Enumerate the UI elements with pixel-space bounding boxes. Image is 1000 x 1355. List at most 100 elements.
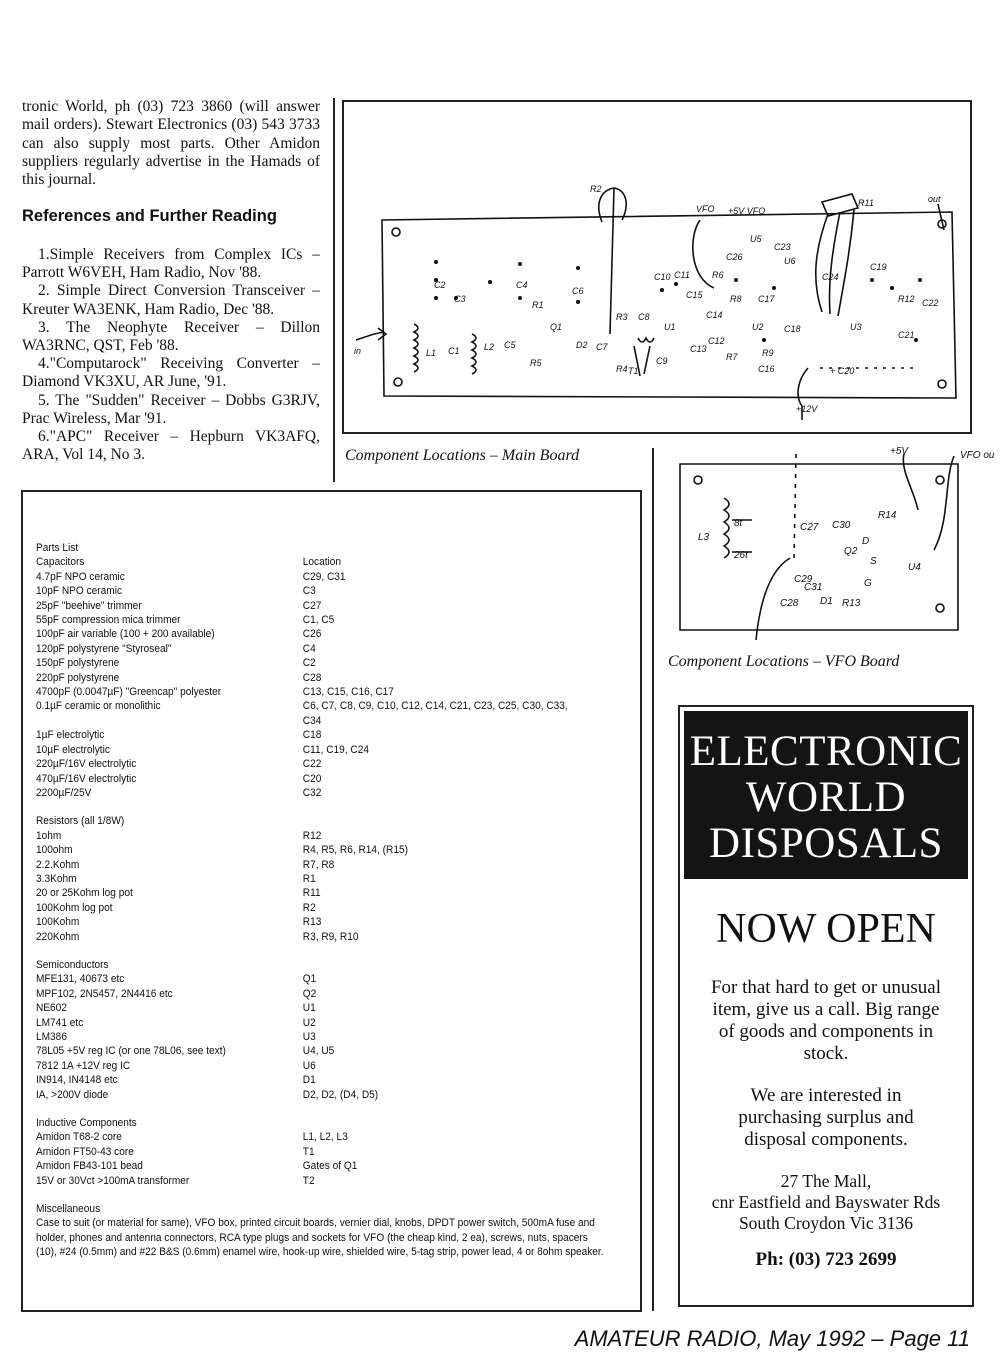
label-c13: C13: [690, 344, 707, 354]
part-location: L1, L2, L3: [302, 1131, 348, 1144]
part-description: 2.2.Kohm: [36, 858, 80, 871]
label-d2: D2: [576, 340, 588, 350]
label-t1: T1: [628, 366, 639, 376]
part-description: 55pF compression mica trimmer: [36, 614, 181, 627]
part-location: D1: [302, 1074, 316, 1087]
ad-banner: ELECTRONIC WORLD DISPOSALS: [684, 711, 968, 879]
part-description: 220µF/16V electrolytic: [36, 758, 137, 771]
label-c22: C22: [922, 298, 939, 308]
part-location: C2: [302, 657, 316, 670]
label-c14: C14: [706, 310, 723, 320]
label-r5: R5: [530, 358, 542, 368]
label-u1: U1: [664, 322, 676, 332]
label-r12: R12: [898, 294, 915, 304]
reference-item: 2. Simple Direct Conversion Transceiver …: [22, 282, 320, 318]
reference-item: 6."APC" Receiver – Hepburn VK3AFQ, ARA, …: [22, 428, 320, 464]
page-footer: AMATEUR RADIO, May 1992 – Page 11: [575, 1326, 970, 1352]
label-c8: C8: [638, 312, 650, 322]
part-location: U4, U5: [302, 1045, 335, 1058]
label-c31: C31: [804, 582, 822, 593]
reference-item: 1.Simple Receivers from Complex ICs – Pa…: [22, 246, 320, 282]
section-heading: Capacitors: [36, 556, 85, 569]
part-location: R4, R5, R6, R14, (R15): [302, 844, 408, 857]
part-location: R7, R8: [302, 858, 335, 871]
publication-name: AMATEUR RADIO: [574, 1326, 757, 1351]
label-c10: C10: [654, 272, 671, 282]
parts-list: Parts List Capacitors Location 4.7pF NPO …: [36, 541, 604, 1260]
vfo-board-caption: Component Locations – VFO Board: [668, 653, 900, 670]
references-list: 1.Simple Receivers from Complex ICs – Pa…: [22, 246, 320, 464]
ad-address-line: 27 The Mall,: [780, 1171, 872, 1191]
label-c15: C15: [686, 290, 704, 300]
reference-item: 3. The Neophyte Receiver – Dillon WA3RNC…: [22, 318, 320, 355]
part-location: C32: [302, 786, 322, 799]
vfo-board-drawing: +5V VFO out L3 8t 26t C27 C30 R14 Q2 D G…: [679, 446, 998, 641]
label-d1: D1: [820, 596, 833, 607]
part-location: C22: [302, 758, 322, 771]
location-heading: Location: [302, 556, 342, 569]
part-description: 100ohm: [36, 844, 73, 857]
label-c2: C2: [434, 280, 446, 290]
intro-paragraph: tronic World, ph (03) 723 3860 (will ans…: [22, 98, 320, 189]
label-r13: R13: [842, 598, 861, 609]
label-out: out: [928, 194, 941, 204]
part-location: R13: [302, 916, 322, 929]
label-q2: Q2: [844, 546, 858, 557]
part-location: T2: [302, 1174, 315, 1187]
part-description: 78L05 +5V reg IC (or one 78L06, see text…: [36, 1045, 226, 1058]
part-location: U6: [302, 1059, 316, 1072]
label-u5: U5: [750, 234, 762, 244]
label-u4: U4: [908, 562, 921, 573]
label-l2: L2: [484, 342, 494, 352]
label-c7: C7: [596, 342, 608, 352]
part-description: Amidon FB43-101 bead: [36, 1160, 143, 1173]
label-r1: R1: [532, 300, 544, 310]
main-board-caption: Component Locations – Main Board: [345, 447, 580, 464]
part-description: 1µF electrolytic: [36, 729, 105, 742]
label-r8: R8: [730, 294, 742, 304]
part-description: LM741 etc: [36, 1016, 84, 1029]
label-u6: U6: [784, 256, 796, 266]
parts-list-title: Parts List: [36, 542, 79, 554]
ad-line-1: ELECTRONIC: [689, 728, 963, 775]
references-heading: References and Further Reading: [22, 207, 277, 225]
part-description: 20 or 25Kohm log pot: [36, 887, 133, 900]
part-description: 4700pF (0.0047µF) "Greencap" polyester: [36, 686, 222, 699]
label-r2: R2: [590, 184, 602, 194]
part-location: D2, D2, (D4, D5): [302, 1088, 379, 1101]
label-d: D: [862, 536, 869, 547]
section-heading: Inductive Components: [36, 1117, 137, 1130]
label-r7: R7: [726, 352, 738, 362]
label-r9: R9: [762, 348, 774, 358]
part-description: 100pF air variable (100 + 200 available): [36, 628, 215, 641]
label-c29: C29: [794, 574, 813, 585]
part-description: 3.3Kohm: [36, 872, 77, 885]
ad-address-line: cnr Eastfield and Bayswater Rds: [711, 1192, 941, 1212]
part-description: MPF102, 2N5457, 2N4416 etc: [36, 987, 173, 1000]
part-location: U3: [302, 1031, 316, 1043]
part-location: R1: [302, 872, 316, 885]
label-c12: C12: [708, 336, 725, 346]
reference-item: 5. The "Sudden" Receiver – Dobbs G3RJV, …: [22, 391, 320, 427]
label-c30: C30: [832, 520, 851, 531]
part-description: 0.1µF ceramic or monolithic: [36, 700, 161, 713]
label-c18: C18: [784, 324, 801, 334]
label-in: in: [354, 346, 361, 356]
label-l3: L3: [698, 532, 710, 543]
label-8t: 8t: [734, 518, 744, 529]
part-description: IN914, IN4148 etc: [36, 1074, 118, 1087]
